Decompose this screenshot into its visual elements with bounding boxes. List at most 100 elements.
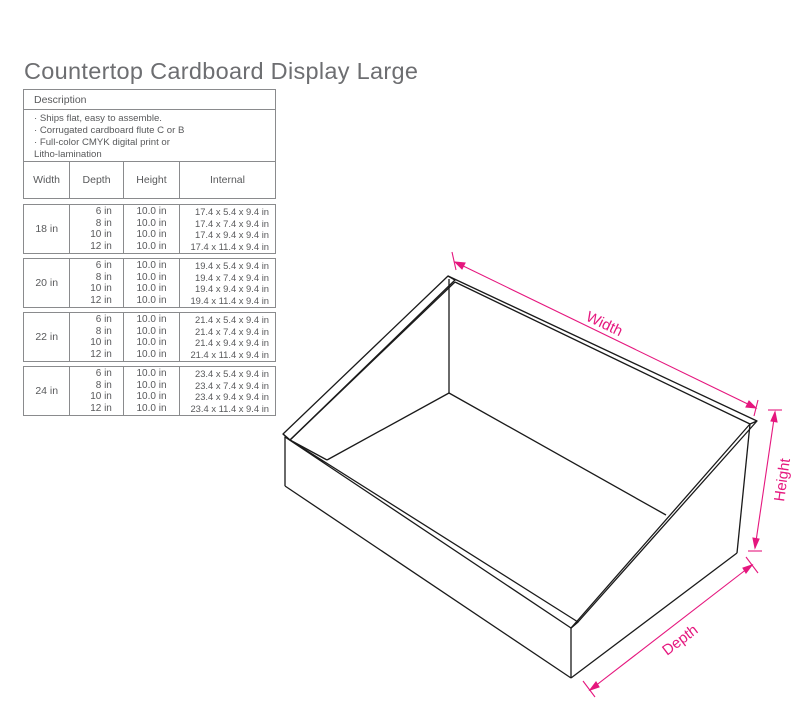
group-internals: 21.4 x 5.4 x 9.4 in 21.4 x 7.4 x 9.4 in … (179, 313, 275, 361)
description-line: · Ships flat, easy to assemble. (34, 113, 162, 124)
description-line: Litho-lamination (34, 149, 102, 160)
back-panel-bottom-edge (448, 392, 667, 516)
internal-value: 19.4 x 5.4 x 9.4 in (194, 260, 269, 271)
column-header-internal: Internal (178, 162, 275, 198)
group-depths: 6 in 8 in 10 in 12 in (69, 259, 122, 307)
depth-value: 8 in (95, 379, 112, 391)
group-heights: 10.0 in 10.0 in 10.0 in 10.0 in (122, 205, 179, 253)
internal-value: 19.4 x 11.4 x 9.4 in (190, 294, 269, 306)
depth-value: 12 in (90, 294, 112, 306)
page-title: Countertop Cardboard Display Large (24, 57, 419, 84)
height-value: 10.0 in (136, 348, 167, 360)
height-value: 10.0 in (136, 260, 167, 271)
height-value: 10.0 in (136, 391, 167, 402)
group-width: 24 in (35, 385, 59, 397)
column-header-height: Height (123, 162, 179, 198)
size-group-24: 24 in 6 in 8 in 10 in 12 in 10.0 in 10.0… (23, 366, 276, 416)
column-headers: Width Depth Height Internal (23, 161, 276, 199)
internal-value: 17.4 x 5.4 x 9.4 in (194, 206, 269, 217)
group-internals: 17.4 x 5.4 x 9.4 in 17.4 x 7.4 x 9.4 in … (179, 205, 275, 253)
group-depths: 6 in 8 in 10 in 12 in (69, 205, 122, 253)
back-rim (282, 275, 456, 441)
depth-value: 8 in (95, 271, 112, 283)
spec-table: Description · Ships flat, easy to assemb… (23, 89, 276, 416)
depth-value: 6 in (95, 260, 112, 271)
height-value: 10.0 in (136, 206, 167, 217)
width-label: Width (583, 308, 625, 340)
internal-value: 23.4 x 7.4 x 9.4 in (194, 379, 269, 391)
size-group-18: 18 in 6 in 8 in 10 in 12 in 10.0 in 10.0… (23, 204, 276, 254)
internal-value: 21.4 x 11.4 x 9.4 in (190, 348, 269, 360)
box-outline (282, 275, 758, 679)
group-heights: 10.0 in 10.0 in 10.0 in 10.0 in (122, 367, 179, 415)
height-label: Height (771, 456, 794, 502)
height-value: 10.0 in (136, 229, 167, 240)
height-value: 10.0 in (136, 240, 167, 252)
depth-value: 6 in (95, 206, 112, 217)
back-rim-top (447, 275, 758, 422)
group-width: 18 in (35, 223, 59, 235)
depth-tick-left (582, 680, 596, 698)
front-rim (284, 436, 579, 629)
height-value: 10.0 in (136, 217, 167, 229)
internal-value: 23.4 x 5.4 x 9.4 in (194, 368, 269, 379)
depth-arrow-left (588, 681, 600, 692)
height-value: 10.0 in (136, 368, 167, 379)
height-arrow-bottom (752, 537, 760, 550)
group-depths: 6 in 8 in 10 in 12 in (69, 313, 122, 361)
left-rim-diagonal (289, 281, 456, 441)
depth-label: Depth (659, 622, 701, 660)
height-value: 10.0 in (136, 271, 167, 283)
internal-value: 21.4 x 5.4 x 9.4 in (194, 314, 269, 325)
height-value: 10.0 in (136, 314, 167, 325)
depth-value: 10 in (90, 283, 112, 294)
right-back-edge (736, 423, 751, 554)
depth-value: 10 in (90, 337, 112, 348)
size-group-20: 20 in 6 in 8 in 10 in 12 in 10.0 in 10.0… (23, 258, 276, 308)
depth-value: 12 in (90, 240, 112, 252)
depth-value: 8 in (95, 217, 112, 229)
size-group-22: 22 in 6 in 8 in 10 in 12 in 10.0 in 10.0… (23, 312, 276, 362)
front-bottom-edge (284, 485, 572, 679)
height-dimension-line (754, 411, 776, 549)
height-value: 10.0 in (136, 283, 167, 294)
depth-arrow-right (742, 563, 754, 574)
height-value: 10.0 in (136, 379, 167, 391)
height-value: 10.0 in (136, 402, 167, 414)
width-dimension-line (454, 261, 757, 409)
group-depths: 6 in 8 in 10 in 12 in (69, 367, 122, 415)
group-width: 20 in (35, 277, 59, 289)
group-width: 22 in (35, 331, 59, 343)
internal-value: 23.4 x 11.4 x 9.4 in (190, 402, 269, 414)
column-header-width: Width (33, 174, 60, 186)
depth-value: 8 in (95, 325, 112, 337)
internal-value: 17.4 x 7.4 x 9.4 in (194, 217, 269, 229)
height-value: 10.0 in (136, 325, 167, 337)
depth-value: 6 in (95, 368, 112, 379)
depth-value: 12 in (90, 402, 112, 414)
internal-value: 21.4 x 7.4 x 9.4 in (194, 325, 269, 337)
right-rim (570, 420, 758, 629)
internal-value: 19.4 x 9.4 x 9.4 in (194, 283, 269, 294)
width-arrow-right (745, 400, 758, 409)
depth-value: 12 in (90, 348, 112, 360)
group-internals: 19.4 x 5.4 x 9.4 in 19.4 x 7.4 x 9.4 in … (179, 259, 275, 307)
internal-value: 19.4 x 7.4 x 9.4 in (194, 271, 269, 283)
height-value: 10.0 in (136, 294, 167, 306)
group-heights: 10.0 in 10.0 in 10.0 in 10.0 in (122, 313, 179, 361)
description-line: · Full-color CMYK digital print or (34, 137, 170, 148)
height-arrow-top (770, 410, 778, 423)
depth-dimension-line (589, 564, 753, 691)
width-tick-left (451, 251, 457, 271)
right-bottom-edge (570, 552, 738, 679)
width-arrow-left (453, 261, 466, 270)
internal-value: 17.4 x 11.4 x 9.4 in (190, 240, 269, 252)
group-internals: 23.4 x 5.4 x 9.4 in 23.4 x 7.4 x 9.4 in … (179, 367, 275, 415)
internal-value: 17.4 x 9.4 x 9.4 in (194, 229, 269, 240)
depth-value: 6 in (95, 314, 112, 325)
depth-value: 10 in (90, 229, 112, 240)
internal-value: 23.4 x 9.4 x 9.4 in (194, 391, 269, 402)
description-line: · Corrugated cardboard flute C or B (34, 125, 185, 136)
column-header-depth: Depth (69, 162, 123, 198)
internal-value: 21.4 x 9.4 x 9.4 in (194, 337, 269, 348)
